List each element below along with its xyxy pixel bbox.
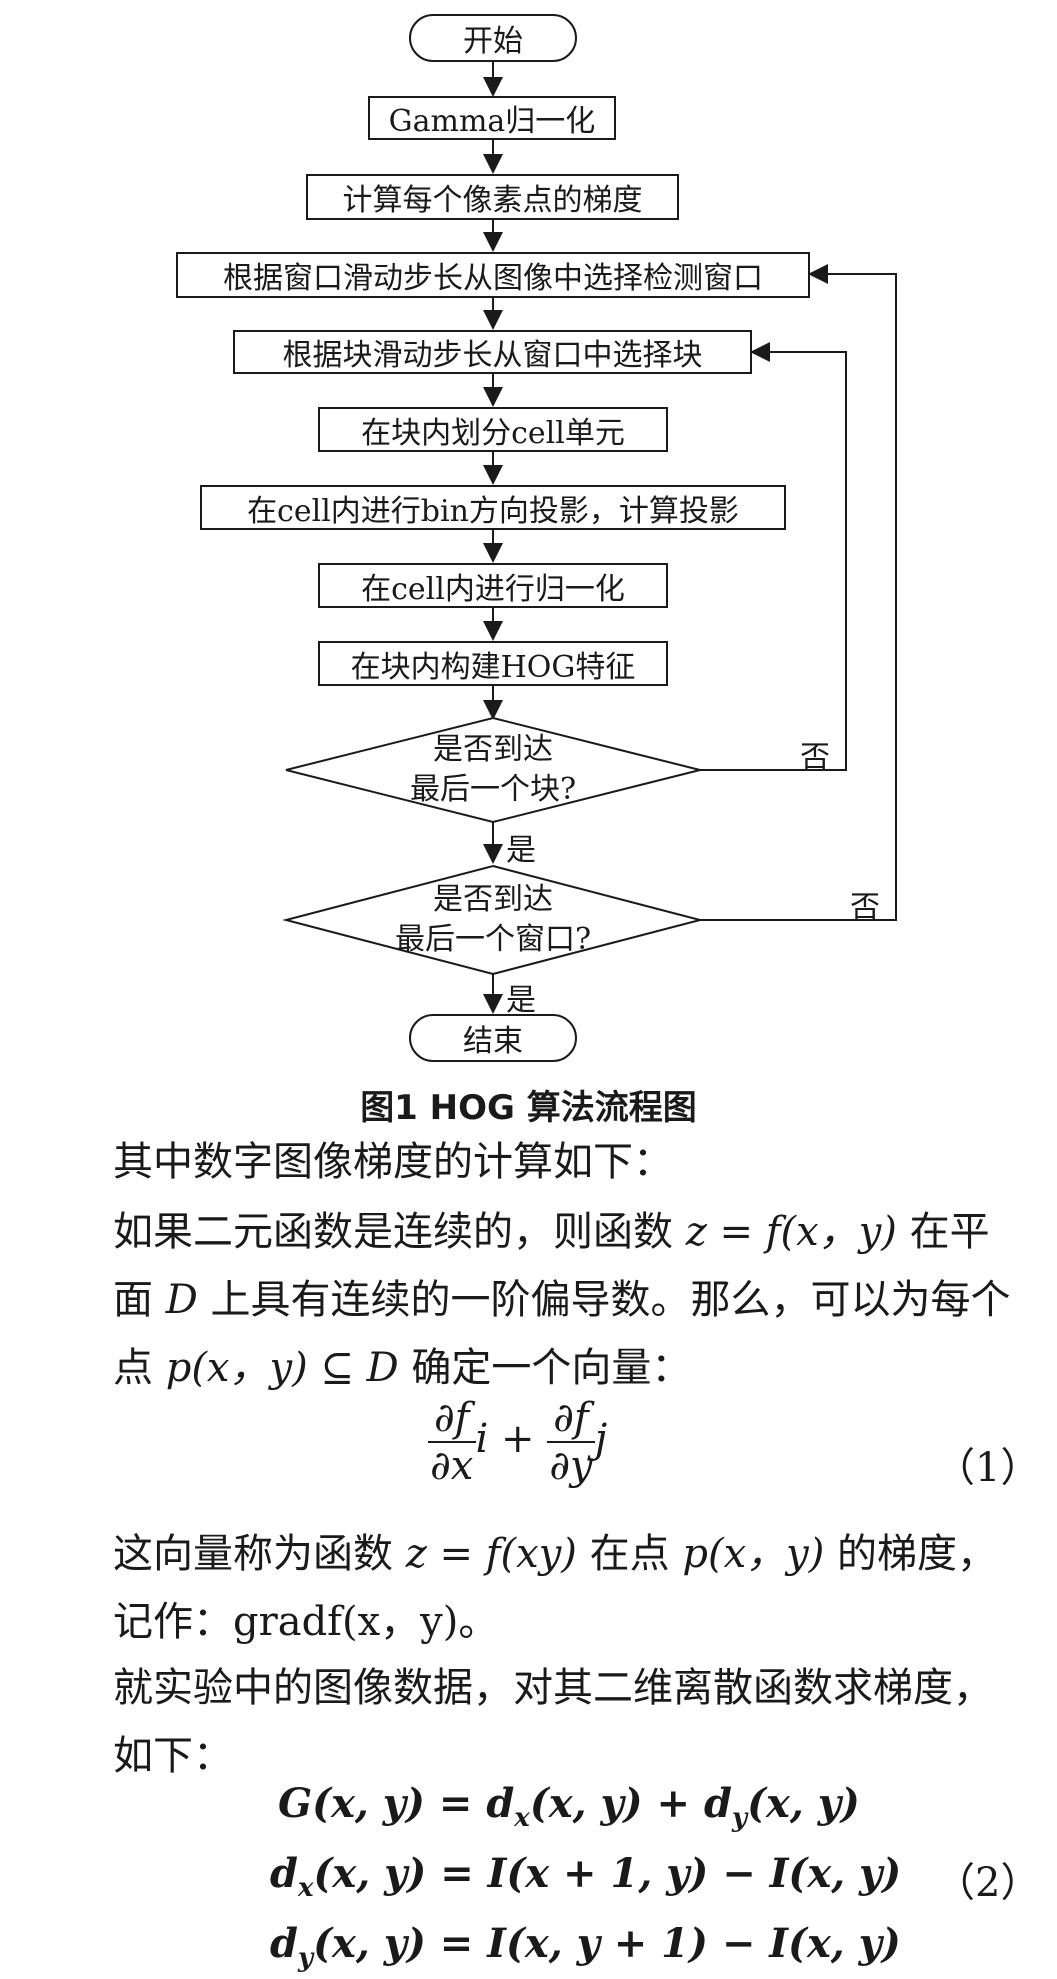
equation-2-line-1: G(x, y) = dx(x, y) + dy(x, y) <box>278 1780 860 1833</box>
paragraph-definition: 如果二元函数是连续的，则函数 z = f(x，y) 在平面 D 上具有连续的一阶… <box>33 1198 1023 1402</box>
grad-point: p(x，y) <box>682 1531 825 1577</box>
grad-text-c: 的梯度，记作： <box>113 1531 998 1645</box>
equation-2-line-2: dx(x, y) = I(x + 1, y) − I(x, y) <box>270 1850 902 1903</box>
eq1-frac-dfdy: ∂f∂y <box>547 1395 595 1489</box>
decision-last-block-line2: 最后一个块? <box>409 772 577 807</box>
def-text-a: 如果二元函数是连续的，则函数 <box>113 1209 686 1255</box>
eq1-num-2: ∂f <box>547 1395 595 1443</box>
grad-text-b: 在点 <box>576 1531 683 1577</box>
paragraph-gradient-text: 这向量称为函数 z = f(xy) 在点 p(x，y) 的梯度，记作：gradf… <box>33 1520 1023 1656</box>
def-function: z = f(x，y) <box>685 1209 897 1255</box>
yes-label-2: 是 <box>506 983 536 1018</box>
end-node: 结束 <box>409 1014 577 1062</box>
paragraph-intro-text: 其中数字图像梯度的计算如下： <box>113 1139 673 1185</box>
equation-2-line-3: dy(x, y) = I(x, y + 1) − I(x, y) <box>270 1920 901 1973</box>
yes-label-1: 是 <box>506 833 536 868</box>
equation-1-number: （1） <box>935 1445 1041 1491</box>
step-bin-projection: 在cell内进行bin方向投影，计算投影 <box>200 485 786 530</box>
step-cell-normalize: 在cell内进行归一化 <box>318 563 668 608</box>
paragraph-gradient: 这向量称为函数 z = f(xy) 在点 p(x，y) 的梯度，记作：gradf… <box>33 1520 1023 1656</box>
grad-function: z = f(xy) <box>405 1531 577 1577</box>
decision-last-block-line1: 是否到达 <box>433 732 553 767</box>
eq1-num-1: ∂f <box>428 1395 476 1443</box>
flowchart-connectors <box>282 62 897 1014</box>
decision-last-block-shape <box>285 716 701 824</box>
grad-notation: gradf(x，y)。 <box>233 1599 499 1645</box>
grad-text-a: 这向量称为函数 <box>113 1531 406 1577</box>
eq1-frac-dfdx: ∂f∂x <box>428 1395 476 1489</box>
def-point: p(x，y) ⊆ D <box>165 1345 399 1391</box>
start-node: 开始 <box>409 14 577 62</box>
decision-last-block-text: 是否到达 最后一个块? <box>343 730 643 810</box>
hog-flowchart: 开始 Gamma归一化 计算每个像素点的梯度 根据窗口滑动步长从图像中选择检测窗… <box>176 14 897 1062</box>
def-domain: D <box>165 1277 198 1323</box>
step-build-hog: 在块内构建HOG特征 <box>318 641 668 686</box>
decision-last-window-shape <box>282 864 704 976</box>
step-gamma-normalize: Gamma归一化 <box>368 96 616 140</box>
no-label-1: 否 <box>800 740 830 775</box>
figure-caption: 图1 HOG 算法流程图 <box>360 1088 697 1128</box>
paragraph-discrete-text: 就实验中的图像数据，对其二维离散函数求梯度，如下： <box>113 1665 993 1779</box>
step-divide-cells: 在块内划分cell单元 <box>318 407 668 452</box>
decision-last-window-text: 是否到达 最后一个窗口? <box>343 880 643 960</box>
step-compute-gradient: 计算每个像素点的梯度 <box>306 174 679 220</box>
eq1-den-2: ∂y <box>549 1443 593 1489</box>
paragraph-intro: 其中数字图像梯度的计算如下： <box>33 1128 1023 1196</box>
def-text-b: 在平面 <box>113 1209 990 1323</box>
no-label-2: 否 <box>850 890 880 925</box>
def-text-c: 上具有连续的一阶偏导数。那么，可以为每个点 <box>113 1277 1011 1391</box>
eq1-den-1: ∂x <box>430 1443 474 1489</box>
step-select-block: 根据块滑动步长从窗口中选择块 <box>233 330 752 374</box>
decision-last-window-line2: 最后一个窗口? <box>394 922 592 957</box>
equation-2-number: （2） <box>935 1860 1041 1906</box>
step-select-window: 根据窗口滑动步长从图像中选择检测窗口 <box>176 252 810 298</box>
paragraph-discrete: 就实验中的图像数据，对其二维离散函数求梯度，如下： <box>33 1654 1023 1790</box>
paragraph-definition-text: 如果二元函数是连续的，则函数 z = f(x，y) 在平面 D 上具有连续的一阶… <box>33 1198 1023 1402</box>
def-text-d: 确定一个向量： <box>398 1345 692 1391</box>
decision-last-window-line1: 是否到达 <box>433 882 553 917</box>
